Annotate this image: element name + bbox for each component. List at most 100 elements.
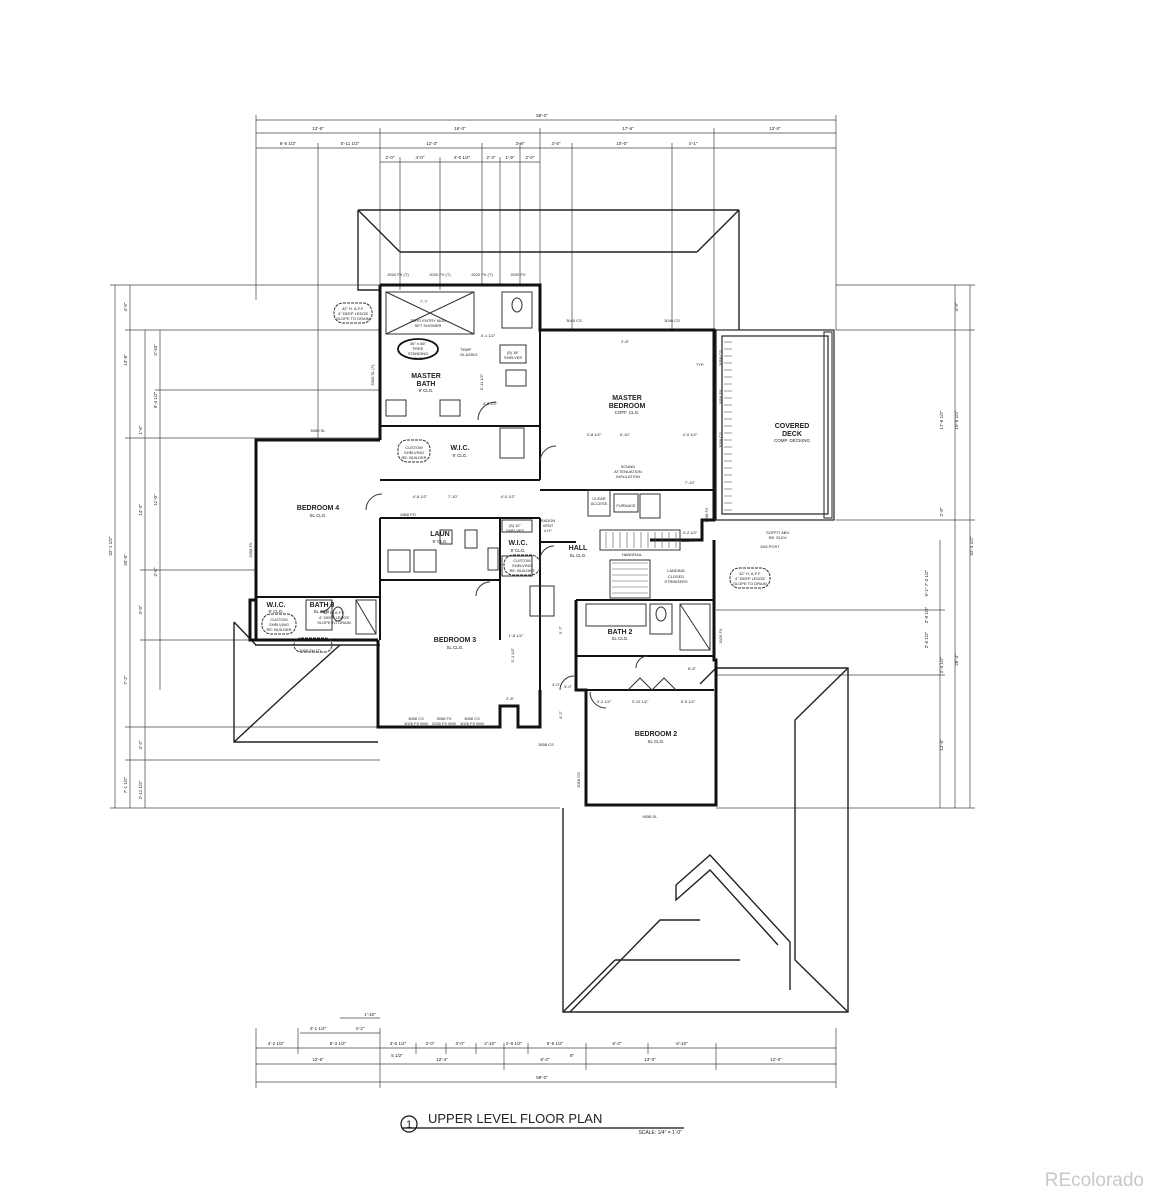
title-block: 1 UPPER LEVEL FLOOR PLAN SCALE: 1/4" = 1… [400,1111,684,1136]
note-shower-ledge-b3: 42" H. A.F.F. [323,610,345,615]
dim-left-inner: 2'-11 1/2" [138,780,143,799]
note-custom-shelving-mid: CUSTOM [513,558,530,563]
note-custom-shelving-mid-3: RE: BUILDER [509,568,534,573]
interior-dim: 7'-10" [448,494,459,499]
room-label-laun: LAUN [430,531,449,538]
dim-bottom-row1: 12'-4" [436,1057,448,1062]
note-temp-glazing: TEMP [460,347,471,352]
room-labels: MASTER BATH 9' CLG. MASTER BEDROOM COFF.… [266,373,810,744]
dim-bottom-row2: 3'-6 1/2" [390,1041,407,1046]
room-clg-covered-deck: COMP. DECKING [774,438,810,443]
note-shower-ledge-2: 4" DEEP LEDGE [338,311,369,316]
room-clg-bath-3: SL CLG. [313,609,330,614]
interior-dim: 8'-6" [688,666,697,671]
dim-top-row3: 2'-3" [487,155,496,160]
note-post: 6X6 POST [760,544,780,549]
dim-left-inner: 9'-4 1/2" [153,391,158,408]
dim-left-inner: 1'-6" [138,425,143,434]
dim-bottom-row2: 6'-2" [613,1041,622,1046]
interior-dim: 3'-2 1/2" [597,699,612,704]
room-label-bedroom-3: BEDROOM 3 [434,637,477,644]
dim-bottom-row3: 4'-1 1/2" [310,1026,327,1031]
interior-dim: 4'-2 1/2" [683,530,698,535]
window-tag: 5058 SL (T) [370,364,375,386]
dim-right-inner: 2'-8" [939,507,944,516]
note-closed-stringers: CLOSED [668,574,685,579]
room-label-master-bath: MASTER [411,373,441,380]
dim-left-overall: 52'-1 1/2" [108,536,113,555]
room-label-covered-deck: COVERED [775,423,810,430]
window-tag: 3040 CS [566,318,582,323]
dim-top-row2: 3'-5" [552,141,561,146]
room-label-covered-deck-2: DECK [782,431,802,438]
note-furnace: FURNACE [616,503,636,508]
interior-dimensions: 7'-7" 2'-8" 4'-1 1/2" 4'-8 1/2" 5'-11 1/… [413,299,698,719]
window-tag: 3058 FX [248,542,253,557]
interior-dim: 4'-0 1/2" [683,432,698,437]
note-sound-3: INSULATION [616,474,640,479]
interior-dim: 3'-10 1/2" [632,699,649,704]
room-label-master-bedroom: MASTER [612,395,642,402]
note-shower-ledge-b2-3: SLOPE TO DRAIN [733,581,767,586]
interior-dim: 4'-2" [558,710,563,719]
note-typ: TYP. [696,362,704,367]
interior-dim: 4'-8 1/2" [413,494,428,499]
window-tag: 5050 SL [311,428,327,433]
note-tub: 36" x 66" [410,341,427,346]
window-tag: 3040 CS [664,318,680,323]
interior-dim: 5'-7" [558,625,563,634]
interior-dim: 1'-8 1/2" [509,633,524,638]
room-label-master-bath-2: BATH [417,381,436,388]
dim-bottom-row1: 8'-2" [541,1057,550,1062]
room-clg-hall: SL CLG. [569,553,586,558]
dim-left-segment: 7'-2" [123,675,128,684]
note-shower-ledge: 42" H. A.F.F. [342,306,364,311]
revision-clouds [261,302,771,653]
dim-bottom-row3: 4'-2" [356,1026,365,1031]
dim-bottom-row2: 5'-8 1/2" [547,1041,564,1046]
note-shower-ledge-b2-2: 4" DEEP LEDGE [735,576,766,581]
dim-bottom-row1: 12'-6" [312,1057,324,1062]
dim-right-segment: 17'-6 1/2" [939,410,944,429]
note-shower-ledge-b3-2: 4" DEEP LEDGE [319,615,350,620]
plan-scale: SCALE: 1/4" = 1'-0" [638,1130,682,1136]
sheet-number-circle [400,1115,418,1133]
interior-dim: 6'-10" [620,432,631,437]
interior-dim: 3'-8 1/2" [587,432,602,437]
window-tags: 2020 FX (T) 2020 FX (T) 2020 FX (T) 2020… [248,272,723,819]
dim-bottom-row1: 13'-0" [644,1057,656,1062]
dim-top-row2: 12'-3" [426,141,438,146]
note-sound: SOUND [621,464,636,469]
room-label-master-bedroom-2: BEDROOM [609,403,646,410]
interior-dim: 3'-0" [564,684,573,689]
dim-top-row2: 6'-6 1/2" [280,141,297,146]
dim-right-segment: 19'-8 1/2" [954,410,959,429]
dim-top-row3: 2'-0" [386,155,395,160]
dim-left-inner: 11'-0" [153,494,158,506]
dim-top-row1: 17'-6" [622,126,634,131]
note-shelves-2: SHELVES [504,355,522,360]
room-label-wic-master: W.I.C. [450,445,469,452]
room-clg-master-bath: 9' CLG. [418,388,433,393]
interior-dim: 2'-8" [621,339,630,344]
window-tag: 6058 SL [643,814,659,819]
note-custom-shelving-mid-2: SHELVING [512,563,532,568]
dim-bottom-row3: 5 1/2" [391,1053,403,1058]
room-label-bath-3: BATH 3 [310,602,335,609]
door-swings [319,401,649,709]
room-clg-laun: 9' CLG. [432,539,447,544]
dim-right-inner: 2'-4 1/2" [939,656,944,673]
dim-top-row2: 10'-0" [616,141,628,146]
note-custom-shelving-small: CUSTOM [270,617,287,622]
window-tag: 3056 FX [436,716,451,721]
dim-right-segment: 4'-9" [954,302,959,311]
room-clg-wic-small: 9' CLG. [268,609,283,614]
interior-dim: 7'-10" [685,480,696,485]
window-tag: 3058 CS [576,772,581,788]
room-clg-master-bedroom: COFF. CLG. [615,410,640,415]
room-label-wic-mid: W.I.C. [508,540,527,547]
window-tag: 3056 CS [408,716,424,721]
note-shelves: (5) 18" [507,350,519,355]
note-zero-entry: ZERO ENTRY MUD [410,318,446,323]
note-zero-entry-2: SET SHOWER [415,323,442,328]
